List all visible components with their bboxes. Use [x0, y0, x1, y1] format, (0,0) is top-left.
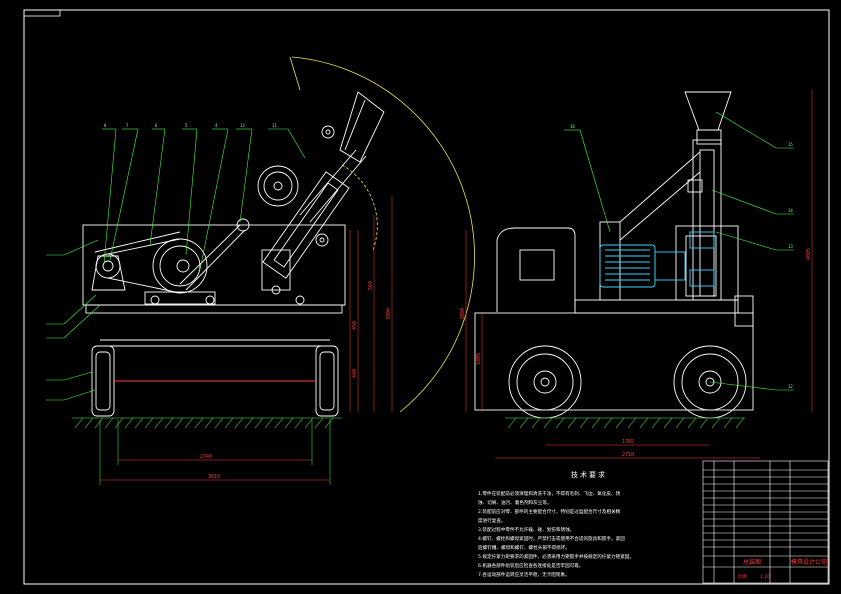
tech-note: 2.装配前应对零、部件的主要配合尺寸，特别是过盈配合尺寸及相关精: [478, 510, 621, 515]
tech-note: 1.零件在装配前必须清理和清洗干净，不得有毛刺、飞边、氧化皮、锈: [478, 492, 621, 497]
tech-note: 5.规定拧紧力矩要求的紧固件，必须采用力矩扳手并按规定的拧紧力矩紧固。: [478, 555, 634, 560]
right-label-0: 16: [570, 124, 575, 129]
right-label-4: 12: [788, 384, 793, 389]
tech-note: 7.各运动部件运转应灵活平稳，无卡阻现象。: [478, 573, 570, 578]
corner-mark: [23, 9, 61, 17]
title-block-scale-value: 1:20: [760, 574, 770, 580]
left-dim-h-0: 2740: [200, 454, 212, 460]
left-hopper: [339, 91, 385, 163]
lower-rail: [85, 304, 343, 314]
ground-right: [505, 417, 745, 429]
left-label-4: 4: [215, 123, 218, 128]
tech-note: 6.机器各部件组装后应检查各连接处是否牢固可靠。: [478, 564, 584, 569]
left-label-6: 11: [272, 123, 277, 128]
crusher-housing: [262, 171, 350, 279]
tech-requirements: 技术要求 1.零件在装配前必须清理和清洗干净，不得有毛刺、飞边、氧化皮、锈 蚀、…: [478, 470, 700, 580]
right-dim-v-3: 4005: [806, 248, 812, 260]
tech-note: 度进行复查。: [478, 519, 506, 524]
left-label-1: 7: [126, 123, 129, 128]
tech-note: 蚀、切屑、油污、着色剂和灰尘等。: [478, 501, 552, 506]
right-dim-h-1: 2710: [622, 452, 634, 458]
left-dim-h-1: 3810: [208, 474, 220, 480]
ground-left: [72, 417, 342, 429]
left-dim-v-3: 440: [352, 369, 358, 378]
left-dim-v-1: 450: [352, 321, 358, 330]
right-leaders: [564, 111, 794, 391]
chassis-body: [474, 312, 754, 411]
title-block-company: 模具设计公司: [791, 558, 827, 566]
right-dim-v-1: 1805: [476, 353, 482, 365]
left-label-5: 13: [240, 123, 245, 128]
left-label-0: 8: [104, 123, 107, 128]
right-label-1: 15: [788, 142, 793, 147]
left-label-3: 5: [185, 123, 188, 128]
right-dim-v-0: 3000: [460, 308, 466, 320]
left-wheel-a: [91, 345, 115, 417]
tech-title: 技术要求: [571, 471, 607, 479]
column: [692, 139, 722, 301]
left-dim-v-2: 560: [368, 281, 374, 290]
motor: [599, 231, 715, 288]
right-label-3: 13: [788, 244, 793, 249]
right-view: [474, 91, 754, 419]
title-block-scale-label: 比例: [738, 573, 747, 580]
right-dim-h-0: 1765: [622, 439, 634, 445]
tech-note: 4.螺钉、螺栓和螺母紧固时，严禁打击或使用不合适的旋具和扳手。紧固: [478, 537, 625, 542]
frame-box: [82, 224, 346, 306]
left-dimensions: [99, 196, 393, 485]
right-wheel-front: [508, 345, 582, 419]
right-label-2: 14: [788, 208, 793, 213]
swing-arc: [289, 56, 475, 413]
cab: [496, 227, 576, 312]
left-label-2: 6: [155, 123, 158, 128]
title-block-name: 总装图: [743, 558, 761, 566]
left-view: [82, 91, 385, 417]
left-dim-v-0: 3800: [386, 308, 392, 320]
left-leaders: [46, 128, 306, 401]
title-block: [702, 460, 829, 584]
left-wheel-b: [315, 345, 339, 417]
sheet-frame: [23, 9, 830, 585]
tech-note: 后螺钉槽、螺母和螺钉、螺栓头部不得损坏。: [478, 546, 570, 551]
right-hopper: [684, 91, 732, 131]
tech-note: 3.装配过程中零件不允许磕、碰、划伤和锈蚀。: [478, 528, 575, 533]
right-dimensions: [465, 90, 813, 459]
